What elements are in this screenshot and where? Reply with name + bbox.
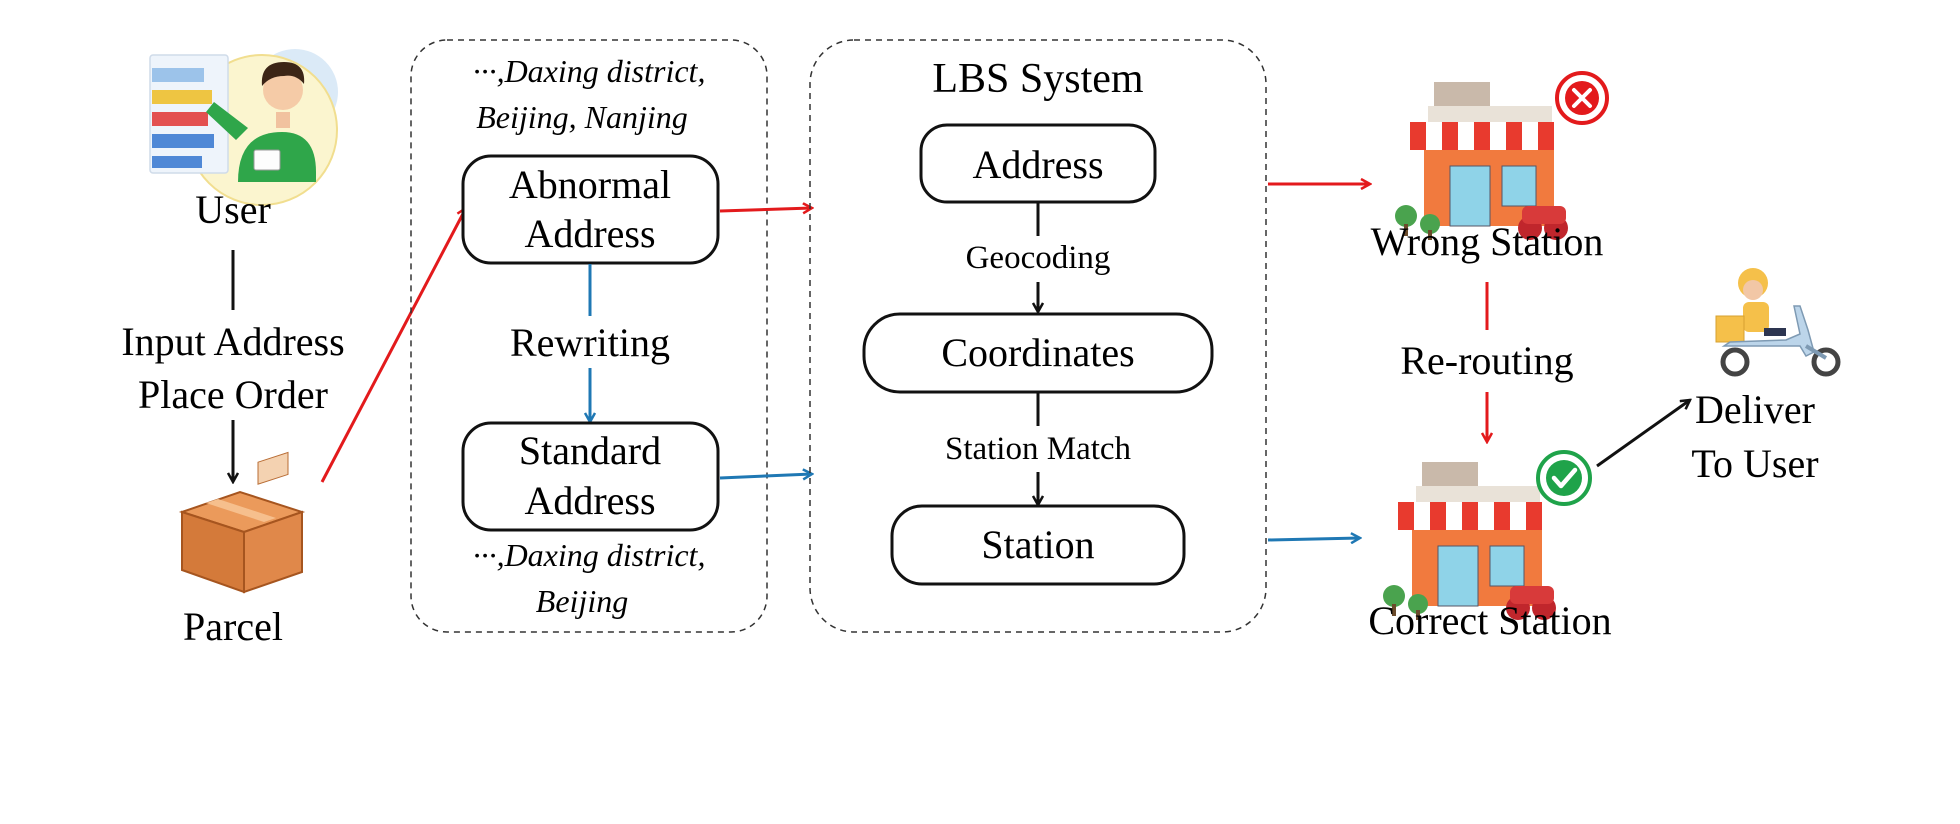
lbs-to-correct-station-arrow	[1267, 538, 1360, 540]
coordinates-label: Coordinates	[941, 330, 1134, 375]
standard-to-lbs-arrow	[719, 474, 812, 478]
error-x-icon	[1555, 71, 1609, 125]
station-label: Station	[981, 522, 1094, 567]
parcel-box-icon	[178, 451, 306, 594]
station-match-label: Station Match	[945, 431, 1132, 467]
abnormal-example-line2: Beijing, Nanjing	[476, 99, 688, 135]
lbs-address-box	[919, 123, 1157, 204]
delivery-scooter-icon	[1715, 268, 1841, 377]
lbs-panel	[809, 39, 1267, 633]
rerouting-label: Re-routing	[1400, 338, 1573, 383]
abnormal-example-line1: ···,Daxing district,	[473, 53, 706, 89]
user-label: User	[195, 187, 271, 232]
standard-label: Standard	[519, 428, 661, 473]
parcel-label: Parcel	[183, 604, 283, 649]
parcel-to-abnormal-arrow	[320, 208, 466, 483]
station-box	[890, 504, 1186, 586]
rewriting-label: Rewriting	[510, 320, 670, 365]
to-user-label: To User	[1691, 441, 1818, 486]
standard-example-line1: ···,Daxing district,	[473, 537, 706, 573]
standard-address-box	[461, 421, 720, 532]
user-at-screen-icon	[149, 49, 338, 206]
shop-station-icon	[1395, 82, 1568, 240]
abnormal-to-lbs-arrow	[719, 208, 812, 211]
geocoding-label: Geocoding	[966, 240, 1111, 276]
rewrite-panel	[410, 39, 768, 633]
standard-example-line2: Beijing	[536, 583, 628, 619]
lbs-title: LBS System	[932, 56, 1144, 102]
abnormal-address-label: Address	[524, 211, 655, 256]
station-to-deliver-arrow	[1596, 400, 1690, 468]
abnormal-address-box	[461, 154, 720, 265]
coordinates-box	[862, 312, 1214, 394]
standard-address-label: Address	[524, 478, 655, 523]
correct-station-label: Correct Station	[1368, 598, 1611, 643]
shop-station-icon	[1383, 462, 1556, 620]
deliver-label: Deliver	[1695, 387, 1815, 432]
input-address-label: Input Address	[121, 319, 344, 364]
wrong-station-label: Wrong Station	[1371, 219, 1604, 264]
lbs-address-label: Address	[972, 142, 1103, 187]
abnormal-label: Abnormal	[509, 162, 671, 207]
place-order-label: Place Order	[138, 372, 328, 417]
check-icon	[1536, 450, 1592, 506]
